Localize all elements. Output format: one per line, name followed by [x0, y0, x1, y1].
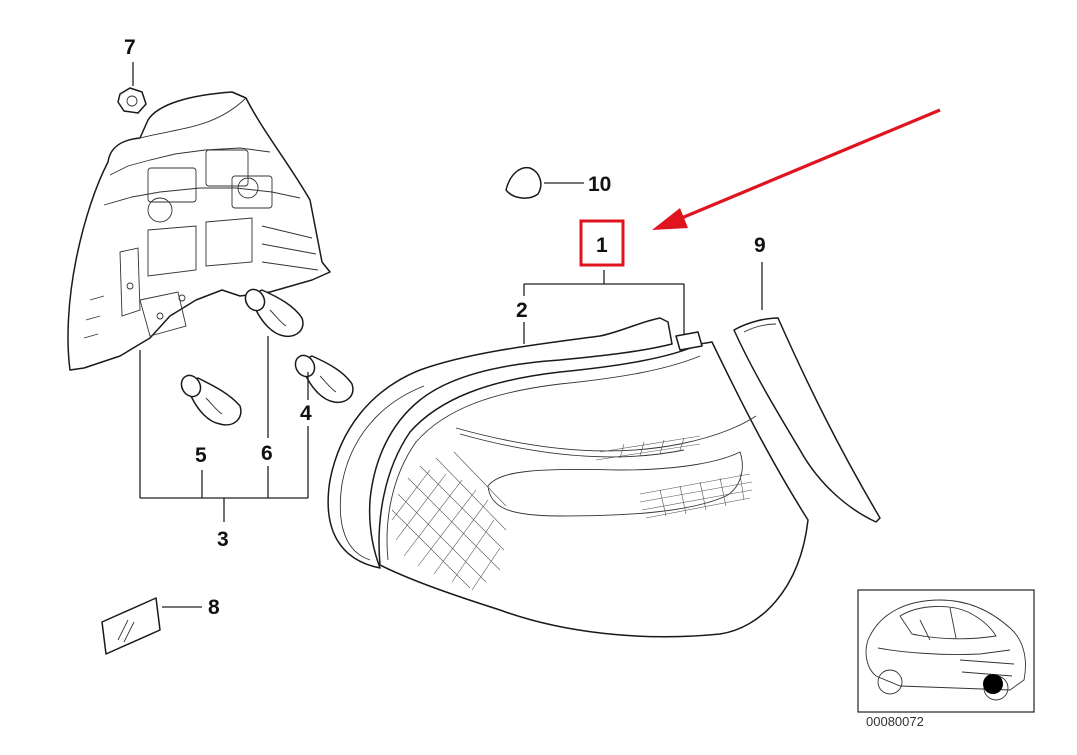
- callout-6: 6: [261, 442, 273, 465]
- part-5-bulb[interactable]: [178, 372, 242, 426]
- arrow-icon: [652, 108, 941, 230]
- car-location-thumbnail: [857, 589, 1035, 713]
- callout-8: 8: [208, 596, 220, 619]
- part-6-bulb[interactable]: [242, 286, 304, 338]
- part-10-cap[interactable]: [505, 166, 542, 199]
- callout-10: 10: [588, 173, 611, 196]
- reference-code: 00080072: [866, 714, 924, 729]
- callout-4: 4: [300, 402, 312, 425]
- bulb-carrier[interactable]: [67, 91, 331, 371]
- callout-2: 2: [516, 299, 528, 322]
- part-9-seal[interactable]: [733, 317, 881, 523]
- callout-3: 3: [217, 528, 229, 551]
- part-8-sticker[interactable]: [101, 597, 161, 655]
- location-dot: [983, 674, 1003, 694]
- callout-1: 1: [596, 234, 608, 257]
- callout-9: 9: [754, 234, 766, 257]
- highlight-box: [579, 219, 625, 267]
- part-2-gasket[interactable]: [327, 317, 673, 569]
- group-3-bracket: [139, 336, 309, 522]
- part-7-nut[interactable]: [117, 87, 147, 114]
- callout-5: 5: [195, 444, 207, 467]
- part-4-bulb[interactable]: [292, 352, 354, 404]
- group-1-bracket: [523, 270, 685, 344]
- callout-7: 7: [124, 36, 136, 59]
- part-1-rear-light[interactable]: [378, 331, 809, 638]
